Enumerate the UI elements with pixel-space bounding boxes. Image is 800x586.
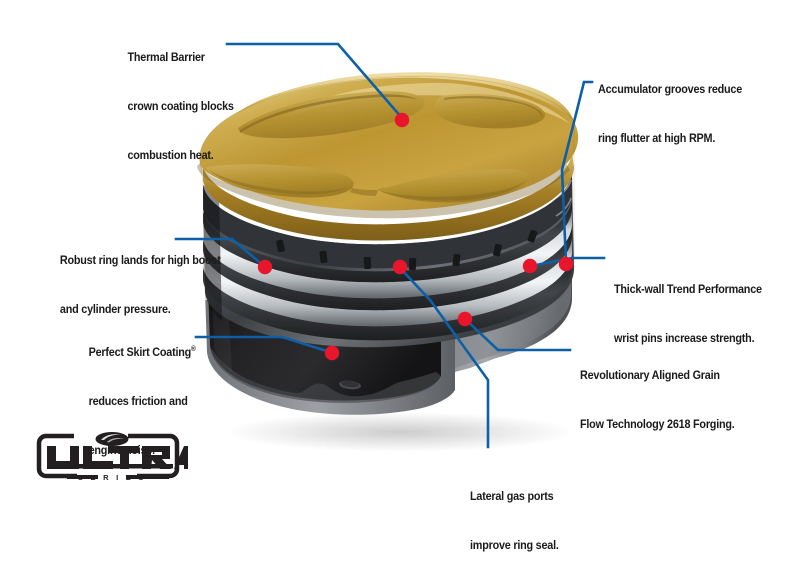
- callout-ring-lands: Robust ring lands for high boost and cyl…: [60, 219, 221, 350]
- callout-ring-lands-line-1: Robust ring lands for high boost: [59, 252, 221, 267]
- ultra-wordmark: [47, 446, 188, 469]
- callout-wrist-pins: Thick-wall Trend Performance wrist pins …: [614, 248, 762, 379]
- piston-crown: [197, 72, 579, 241]
- callout-thermal-barrier-line-1: Thermal Barrier: [127, 49, 205, 64]
- ultra-series-logo: S E R I E S: [36, 432, 188, 482]
- ring-groove-1: [203, 199, 572, 283]
- callout-gas-ports-line-2: improve ring seal.: [470, 538, 559, 553]
- callout-wrist-pins-line-1: Thick-wall Trend Performance: [614, 281, 762, 296]
- callout-grain-flow-line-2: Flow Technology 2618 Forging.: [580, 417, 735, 432]
- callout-skirt-coating-line-2: reduces friction and: [88, 394, 188, 409]
- valve-relief-front-left: [205, 164, 354, 198]
- callout-thermal-barrier-line-2: crown coating blocks: [127, 99, 234, 114]
- callout-grain-flow-line-1: Revolutionary Aligned Grain: [580, 367, 720, 382]
- callout-accumulator-grooves-line-1: Accumulator grooves reduce: [598, 81, 743, 96]
- callout-gas-ports: Lateral gas ports improve ring seal.: [470, 455, 559, 586]
- callout-thermal-barrier-line-3: combustion heat.: [127, 148, 214, 163]
- series-subtext: S E R I E S: [67, 473, 169, 482]
- callout-grain-flow: Revolutionary Aligned Grain Flow Technol…: [580, 334, 735, 465]
- series-subtext-label: S E R I E S: [78, 473, 146, 482]
- registered-trademark-icon: ®: [191, 343, 196, 353]
- callout-accumulator-grooves: Accumulator grooves reduce ring flutter …: [598, 48, 742, 179]
- callout-accumulator-grooves-line-2: ring flutter at high RPM.: [598, 131, 716, 146]
- brand-emblem-icon: [95, 432, 129, 446]
- callout-wrist-pins-line-2: wrist pins increase strength.: [614, 331, 755, 346]
- callout-skirt-coating-line-1-text: Perfect Skirt Coating: [88, 344, 192, 359]
- piston-feature-diagram: Thermal Barrier crown coating blocks com…: [36, 16, 762, 552]
- callout-thermal-barrier: Thermal Barrier crown coating blocks com…: [127, 16, 233, 196]
- callout-gas-ports-line-1: Lateral gas ports: [470, 488, 554, 503]
- piston-ground-shadow: [225, 412, 575, 452]
- callout-ring-lands-line-2: and cylinder pressure.: [59, 302, 171, 317]
- lateral-gas-ports: [276, 229, 538, 271]
- callout-skirt-coating-line-1: Perfect Skirt Coating®: [89, 344, 196, 360]
